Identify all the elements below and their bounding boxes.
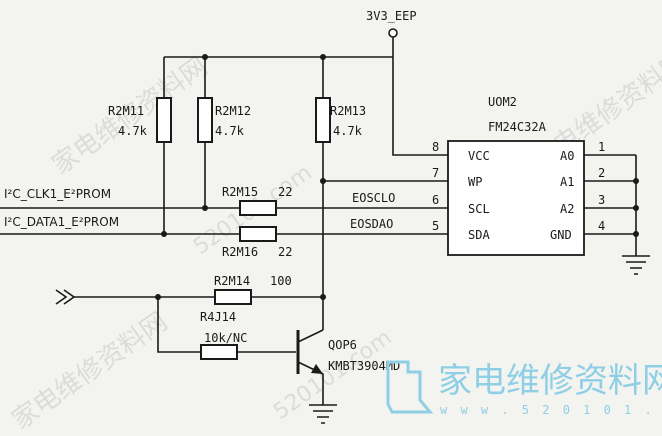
net-label-scl: EOSCLO [352,191,395,205]
resistor-r2m15 [239,200,277,216]
emitter-arrow-icon [311,364,323,374]
ground-icon [309,404,337,424]
pin-number: 6 [432,193,439,207]
resistor-value: 22 [278,245,292,259]
resistor-value: 4.7k [118,124,148,138]
eeprom-chip: UOM2 FM24C32A 8 VCC 7 WP 6 SCL 5 SDA A0 … [432,95,605,256]
site-logo: 家电维修资料网 w w w . 5 2 0 1 0 1 . c o m [386,360,662,417]
resistor-ref: R4J14 [200,310,236,324]
resistor-ref: R2M13 [330,104,366,118]
pin-name: A2 [560,202,574,216]
ground-icon [622,255,650,275]
pin-name: SDA [468,228,490,242]
pin-name: GND [550,228,572,242]
wp-control-net: R2M14 100 R4J14 10k/NC [55,274,326,360]
resistor-r2m12: R2M12 4.7k [197,57,251,208]
pin-name: WP [468,175,482,189]
net-label-clk-input: I²C_CLK1_E²PROM [4,187,111,201]
pin-name: A0 [560,149,574,163]
net-label-data-input: I²C_DATA1_E²PROM [4,215,119,229]
resistor-value: 4.7k [215,124,245,138]
chip-body [447,140,585,256]
pin-number: 7 [432,166,439,180]
junction-dot [633,231,639,237]
pin-number: 1 [598,140,605,154]
address-ground-net [584,154,650,275]
transistor-part: KMBT3904MD [328,359,400,373]
transistor-ref: QOP6 [328,338,357,352]
resistor-value: 100 [270,274,292,288]
pin-number: 8 [432,140,439,154]
junction-dot [633,205,639,211]
pin-name: VCC [468,149,490,163]
input-arrow-icon [55,289,68,305]
transistor-qop6: QOP6 KMBT3904MD [296,329,400,424]
resistor-ref: R2M16 [222,245,258,259]
pin-name: SCL [468,202,490,216]
logo-text: 家电维修资料网 [438,361,662,401]
resistor-ref: R2M15 [222,185,258,199]
resistor-r2m16 [239,226,277,242]
power-terminal [388,28,398,38]
resistor-ref: R2M12 [215,104,251,118]
pin-number: 5 [432,219,439,233]
resistor-value: 22 [278,185,292,199]
logo-url: w w w . 5 2 0 1 0 1 . c o m [440,403,662,417]
net-label-sda: EOSDAO [350,217,393,231]
junction-dot [161,231,167,237]
junction-dot [633,178,639,184]
chip-part: FM24C32A [488,120,547,134]
resistor-r2m11: R2M11 4.7k [108,57,172,234]
junction-dot [320,294,326,300]
watermark-text: 家电维修资料网 [7,307,173,436]
resistor-r2m14 [214,289,252,305]
data-net: I²C_DATA1_E²PROM R2M16 22 EOSDAO [0,215,448,259]
resistor-value: 4.7k [333,124,363,138]
junction-dot [320,178,326,184]
resistor-value: 10k/NC [204,331,247,345]
pin-number: 3 [598,193,605,207]
chip-ref: UOM2 [488,95,517,109]
resistor-r4j14 [200,344,238,360]
clk-net: I²C_CLK1_E²PROM R2M15 22 EOSCLO [0,185,448,216]
pin-name: A1 [560,175,574,189]
pin-number: 2 [598,166,605,180]
resistor-ref: R2M11 [108,104,144,118]
resistor-ref: R2M14 [214,274,250,288]
power-label: 3V3_EEP [366,9,417,23]
pin-number: 4 [598,219,605,233]
junction-dot [202,205,208,211]
wrench-logo-icon [386,360,434,414]
